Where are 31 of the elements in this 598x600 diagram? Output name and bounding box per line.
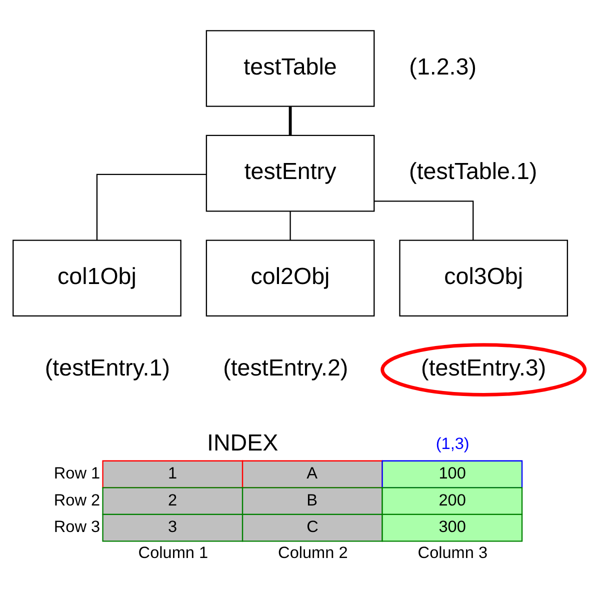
label: (1,3): [436, 434, 470, 452]
label: Row 1: [54, 464, 100, 482]
label: 1: [168, 464, 178, 482]
label: Row 2: [54, 490, 100, 509]
node-label: (testEntry.2): [223, 354, 348, 380]
node-box: col1Obj: [12, 239, 182, 316]
label: 100: [438, 464, 466, 482]
node-box: col2Obj: [206, 239, 375, 316]
label: 300: [438, 518, 466, 536]
node-label: (testTable.1): [409, 158, 538, 184]
node-label: (testEntry.3): [421, 354, 546, 380]
label: 3: [168, 518, 178, 536]
label: B: [306, 490, 318, 509]
label: Row 3: [54, 518, 100, 536]
connector: [290, 210, 291, 240]
label: Column 3: [418, 543, 488, 562]
label: C: [306, 518, 318, 536]
node-box: testTable: [206, 30, 375, 106]
label: Column 1: [138, 543, 208, 562]
label: 2: [168, 490, 178, 509]
connector: [374, 200, 474, 240]
connector: [96, 173, 206, 240]
connector: [288, 106, 292, 135]
label: A: [306, 464, 318, 482]
node-label: (1.2.3): [409, 52, 476, 79]
node-label: (testEntry.1): [44, 354, 170, 380]
label: Column 2: [278, 543, 348, 562]
label: INDEX: [207, 428, 278, 455]
label: 200: [438, 490, 466, 509]
node-box: testEntry: [206, 134, 375, 212]
node-box: col3Obj: [399, 239, 568, 316]
